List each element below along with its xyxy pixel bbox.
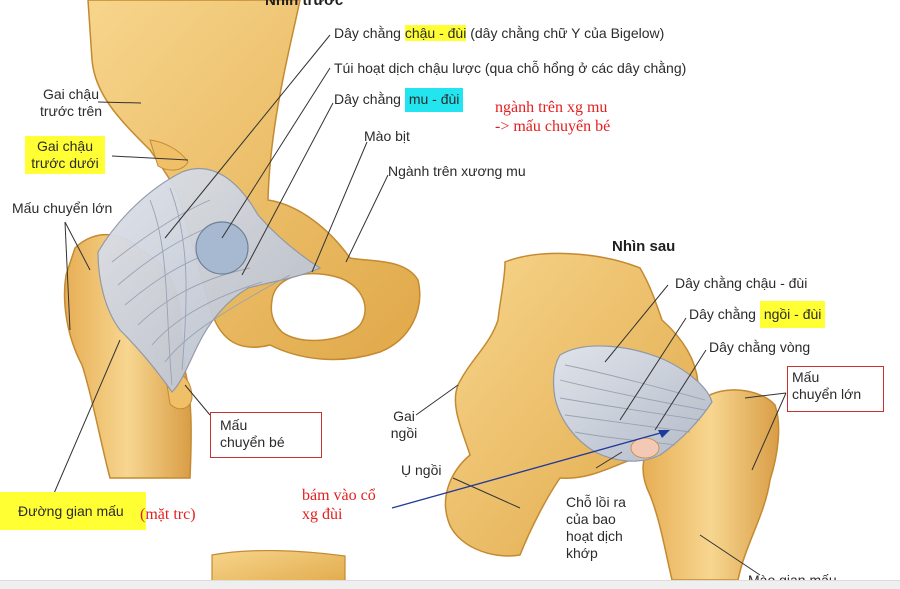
front-obturator-foramen: [270, 272, 366, 342]
box-lesser-trochanter: [210, 412, 322, 458]
front-aiis-bump: [149, 139, 189, 171]
annotation-arrow-line: [391, 431, 665, 509]
synovial-protrusion: [630, 437, 660, 459]
lower-fragment: [211, 549, 346, 588]
label-ischiofemoral-ligament: Dây chằng ngồi - đùi: [689, 301, 826, 328]
label-iliofemoral-ligament: Dây chằng chậu - đùi (dây chằng chữ Y củ…: [334, 25, 665, 41]
iliopectineal-bursa: [195, 221, 249, 275]
label-pubofemoral-ligament: Dây chằng mu - đùi: [334, 88, 464, 112]
back-view-title: Nhìn sau: [612, 238, 676, 255]
box-greater-trochanter-back: [787, 366, 884, 412]
note-superior-ramus: ngành trên xg mu -> mấu chuyển bé: [495, 99, 611, 135]
label-zona-orbicularis: Dây chằng vòng: [709, 339, 811, 355]
highlight-iliofemoral: chậu - đùi: [404, 25, 467, 41]
highlight-ischiofemoral: ngồi - đùi: [759, 301, 826, 328]
label-aiis: Gai chậu trước dưới: [25, 136, 105, 174]
label-iliopectineal-bursa: Túi hoạt dịch chậu lược (qua chỗ hổng ở …: [334, 60, 687, 76]
annotation-arrow-head: [658, 430, 670, 438]
highlight-pubofemoral: mu - đùi: [404, 88, 464, 112]
label-greater-trochanter-back: Mấu chuyển lớn: [792, 369, 862, 402]
label-synovial-protrusion: Chỗ lồi ra của bao hoạt dịch khớp: [566, 494, 626, 561]
label-iliofemoral-back: Dây chằng chậu - đùi: [675, 275, 808, 291]
label-obturator-crest: Mào bịt: [364, 128, 410, 144]
note-front-side: (mặt trc): [140, 506, 196, 523]
back-capsule: [553, 345, 713, 462]
label-intertrochanteric-line: Đường gian mấu: [0, 492, 146, 530]
back-ligament-fibers: [559, 364, 706, 446]
label-greater-trochanter-front: Mấu chuyển lớn: [12, 200, 113, 216]
label-ischial-spine: Gai ngồi: [390, 408, 418, 441]
label-ischial-tuberosity: Ụ ngồi: [401, 462, 442, 478]
back-leader-lines: [415, 284, 787, 576]
front-view-title: Nhìn trước: [265, 0, 344, 9]
label-lesser-trochanter: Mấu chuyển bé: [220, 417, 285, 450]
front-leader-lines: [51, 34, 389, 499]
label-superior-pubic-ramus: Ngành trên xương mu: [388, 163, 526, 179]
bottom-strip: [0, 580, 900, 589]
note-attach-neck: bám vào cổ xg đùi: [302, 487, 376, 523]
label-asis: Gai chậu trước trên: [39, 86, 103, 119]
